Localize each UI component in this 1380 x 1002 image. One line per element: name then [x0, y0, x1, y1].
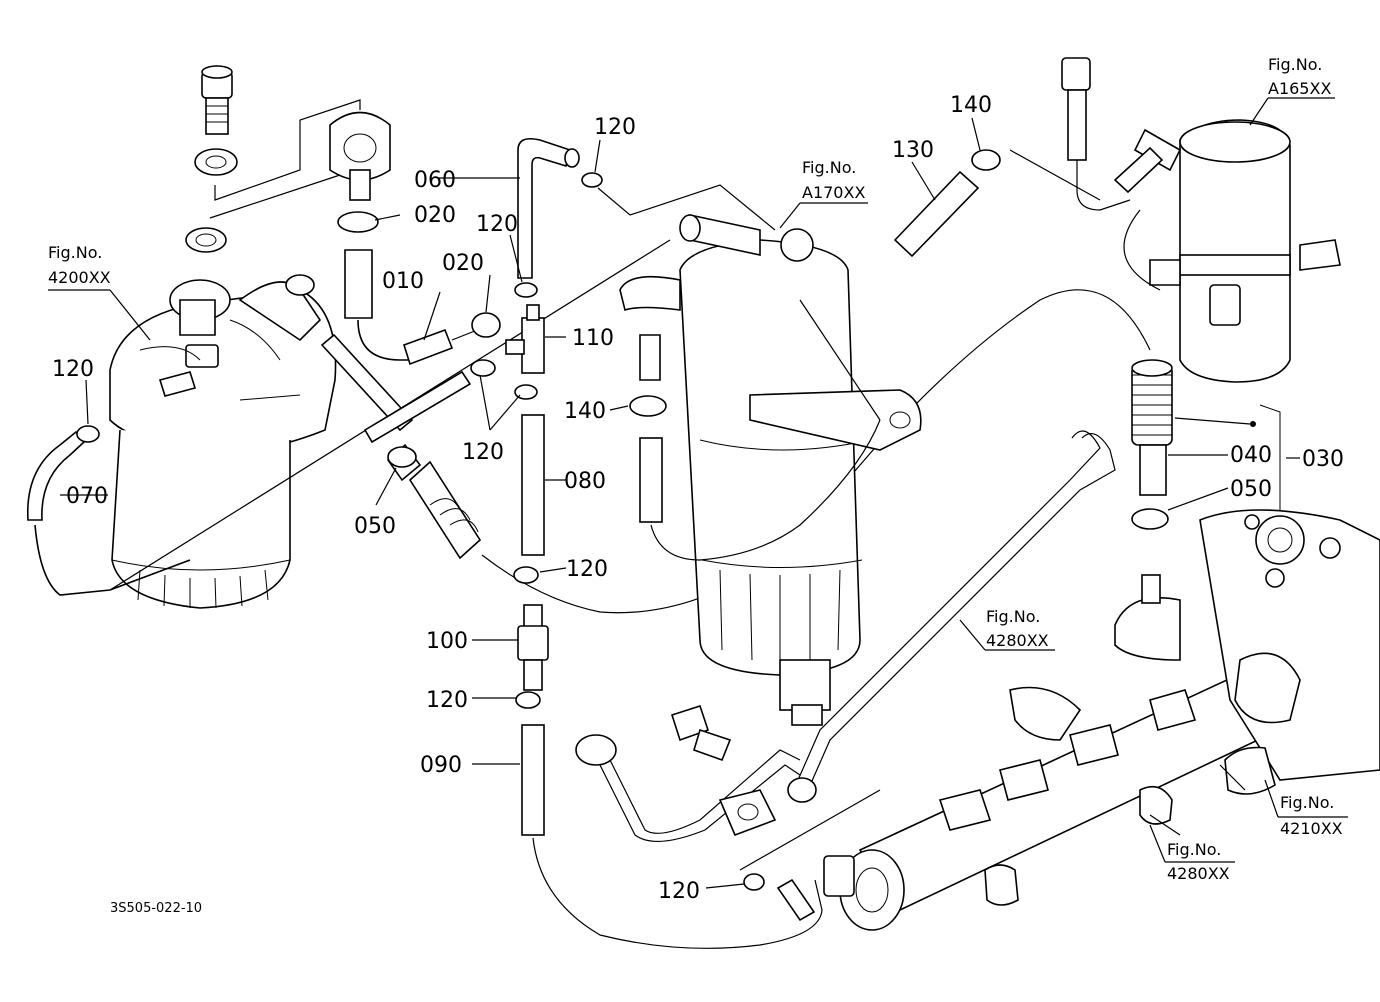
part-label-050-right: 050 [1230, 477, 1272, 502]
part-label-020-lower: 020 [442, 251, 484, 276]
fig-ref-4280-lower-number: 4280XX [1167, 864, 1230, 883]
part-label-120-bottom: 120 [426, 688, 468, 713]
fuel-pump-top-right [1009, 57, 1341, 383]
water-separator-center [619, 214, 922, 726]
figure-references: Fig.No. 4200XX Fig.No. A170XX Fig.No. A1… [48, 55, 1343, 883]
fig-ref-A170-title: Fig.No. [802, 158, 856, 177]
fig-ref-A170-number: A170XX [802, 183, 865, 202]
part-label-120-top: 120 [594, 115, 636, 140]
part-label-050-left: 050 [354, 514, 396, 539]
fig-ref-4200-number: 4200XX [48, 268, 111, 287]
fig-ref-A165-title: Fig.No. [1268, 55, 1322, 74]
part-label-120-lower: 120 [566, 557, 608, 582]
fig-ref-4210-number: 4210XX [1280, 819, 1343, 838]
part-label-040: 040 [1230, 443, 1272, 468]
part-label-080: 080 [564, 469, 606, 494]
fig-ref-4210-title: Fig.No. [1280, 793, 1334, 812]
fig-ref-A165-number: A165XX [1268, 79, 1331, 98]
part-label-120-far-bottom: 120 [658, 879, 700, 904]
part-label-130: 130 [892, 138, 934, 163]
leader-lines [48, 97, 1348, 889]
part-label-020-upper: 020 [414, 203, 456, 228]
fuel-filter-left [109, 65, 414, 609]
fig-ref-4280-upper-title: Fig.No. [986, 607, 1040, 626]
part-label-120-mid: 120 [462, 440, 504, 465]
part-label-060: 060 [414, 168, 456, 193]
part-label-010: 010 [382, 269, 424, 294]
hose-130-assembly [893, 170, 1281, 521]
part-label-120-left: 120 [52, 357, 94, 382]
part-label-120-upper-tee: 120 [476, 212, 518, 237]
fuel-hoses [26, 137, 1151, 949]
part-label-140-top: 140 [950, 93, 992, 118]
part-label-100: 100 [426, 629, 468, 654]
fig-ref-4280-lower-title: Fig.No. [1167, 840, 1221, 859]
drawing-code: 3S505-022-10 [110, 901, 202, 916]
fig-ref-4200-title: Fig.No. [48, 243, 102, 262]
part-number-labels: 010 020 020 030 040 050 050 060 070 080 … [52, 93, 1344, 904]
part-label-140-mid: 140 [564, 399, 606, 424]
part-label-090: 090 [420, 753, 462, 778]
part-label-030: 030 [1302, 447, 1344, 472]
part-label-110: 110 [572, 326, 614, 351]
injection-pipes [575, 430, 1116, 843]
fig-ref-4280-upper-number: 4280XX [986, 631, 1049, 650]
hose-clamps [76, 149, 1169, 891]
part-label-070: 070 [66, 484, 108, 509]
fuel-rail-assembly [823, 509, 1380, 931]
